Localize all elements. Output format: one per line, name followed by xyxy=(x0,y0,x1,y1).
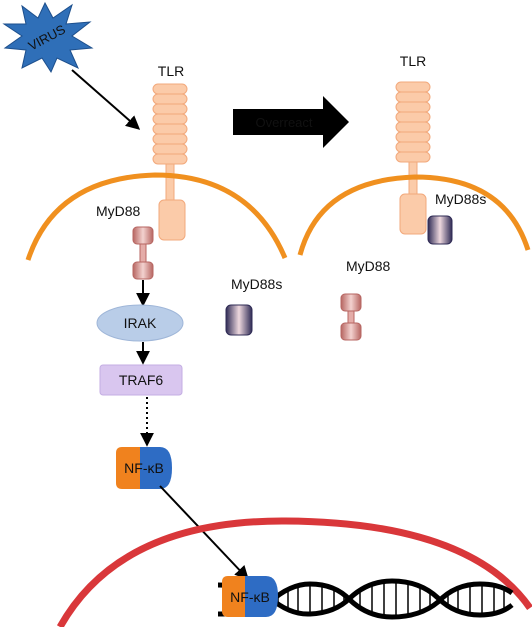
nfkb-lower-label: NF-κB xyxy=(230,589,270,605)
myd88-free-right xyxy=(340,293,362,341)
myd88s-right-label: MyD88s xyxy=(435,191,486,207)
irak-node xyxy=(96,304,184,342)
myd88-right-label: MyD88 xyxy=(346,258,391,274)
nfkb-complex-lower: NF-κB xyxy=(222,576,278,617)
myd88-left-label: MyD88 xyxy=(96,203,141,219)
myd88s-left-label: MyD88s xyxy=(231,276,282,292)
traf6-node xyxy=(99,364,183,396)
nfkb-complex-upper: NF-κB xyxy=(116,447,172,489)
tlr-receptor-right xyxy=(395,81,431,235)
traf6-label: TRAF6 xyxy=(119,372,164,388)
myd88-bound-left xyxy=(132,226,154,280)
overreact-label: Overreact xyxy=(255,115,312,130)
cell-membrane-right xyxy=(297,174,531,256)
nucleus-membrane xyxy=(56,517,532,627)
virus-arrow xyxy=(71,69,141,130)
tlr-receptor-left xyxy=(152,83,188,241)
overreact-arrow: Overreact xyxy=(233,96,349,148)
irak-label: IRAK xyxy=(124,315,157,331)
nfkb-upper-label: NF-κB xyxy=(124,460,164,476)
myd88s-domain-left xyxy=(225,304,253,336)
cell-membrane-left xyxy=(25,172,288,261)
arrow-nfkb-to-dna xyxy=(159,485,249,581)
virus-shape: VIRUS xyxy=(2,1,94,74)
tlr-right-label: TLR xyxy=(400,53,426,69)
tlr-left-label: TLR xyxy=(158,63,184,79)
myd88s-domain-right-bound xyxy=(427,215,453,245)
